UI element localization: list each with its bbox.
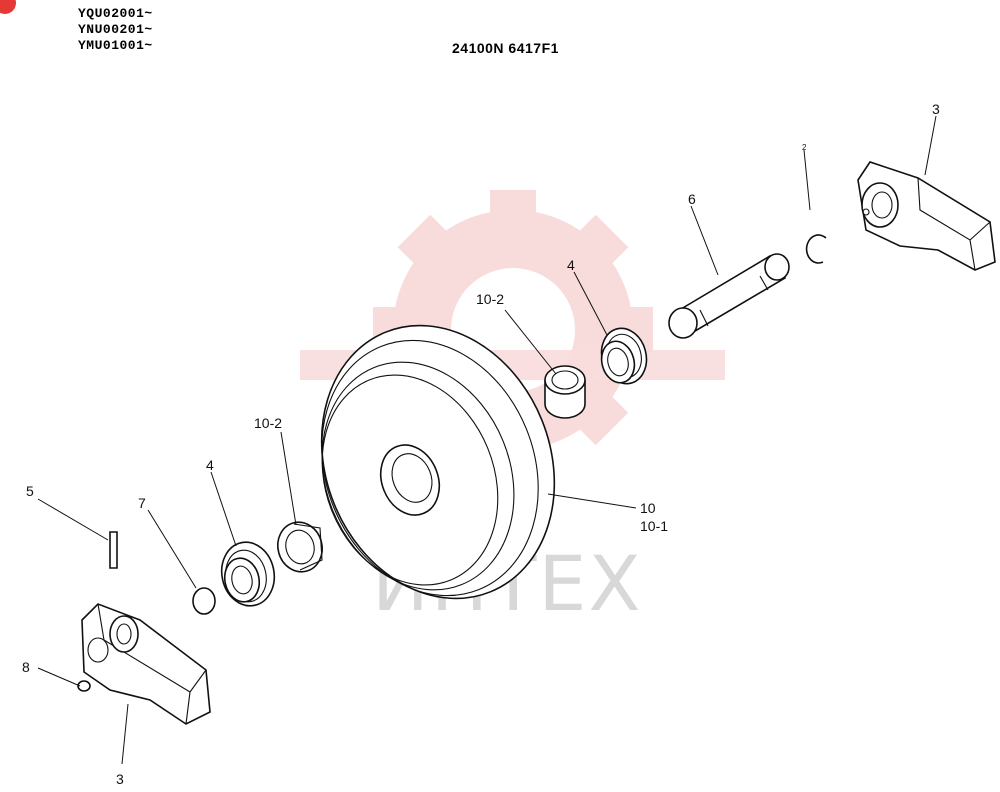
- callout-7: 7: [138, 495, 146, 511]
- callout-4-left: 4: [206, 457, 214, 473]
- seal-left: [220, 541, 276, 607]
- bolt: [77, 680, 91, 692]
- leader-lines: [37, 115, 937, 765]
- serial-range-1: YQU02001~: [78, 6, 153, 21]
- idler-wheel: [320, 324, 556, 600]
- snap-ring-top: [805, 234, 827, 264]
- snap-ring-left: [192, 587, 216, 615]
- seal-right: [600, 327, 648, 385]
- callout-10-1: 10-1: [640, 518, 668, 534]
- callout-4-right: 4: [567, 257, 575, 273]
- callout-3-top: 3: [932, 101, 940, 117]
- shaft: [668, 253, 790, 339]
- serial-range-2: YNU00201~: [78, 22, 153, 37]
- callout-3-bottom: 3: [116, 771, 124, 787]
- bracket-bottom: [81, 603, 211, 725]
- callout-2-top: 2: [802, 143, 807, 152]
- callout-10-2-left: 10-2: [254, 415, 282, 431]
- bushing-right: [544, 365, 586, 419]
- callout-5: 5: [26, 483, 34, 499]
- bracket-top: [857, 161, 996, 271]
- callout-10: 10: [640, 500, 656, 516]
- drawing-code: 24100N 6417F1: [452, 40, 559, 56]
- bushing-left: [276, 521, 324, 573]
- callout-6: 6: [688, 191, 696, 207]
- pin: [109, 531, 118, 569]
- callout-10-2-right: 10-2: [476, 291, 504, 307]
- corner-badge: [0, 0, 16, 14]
- serial-range-3: YMU01001~: [78, 38, 153, 53]
- callout-8: 8: [22, 659, 30, 675]
